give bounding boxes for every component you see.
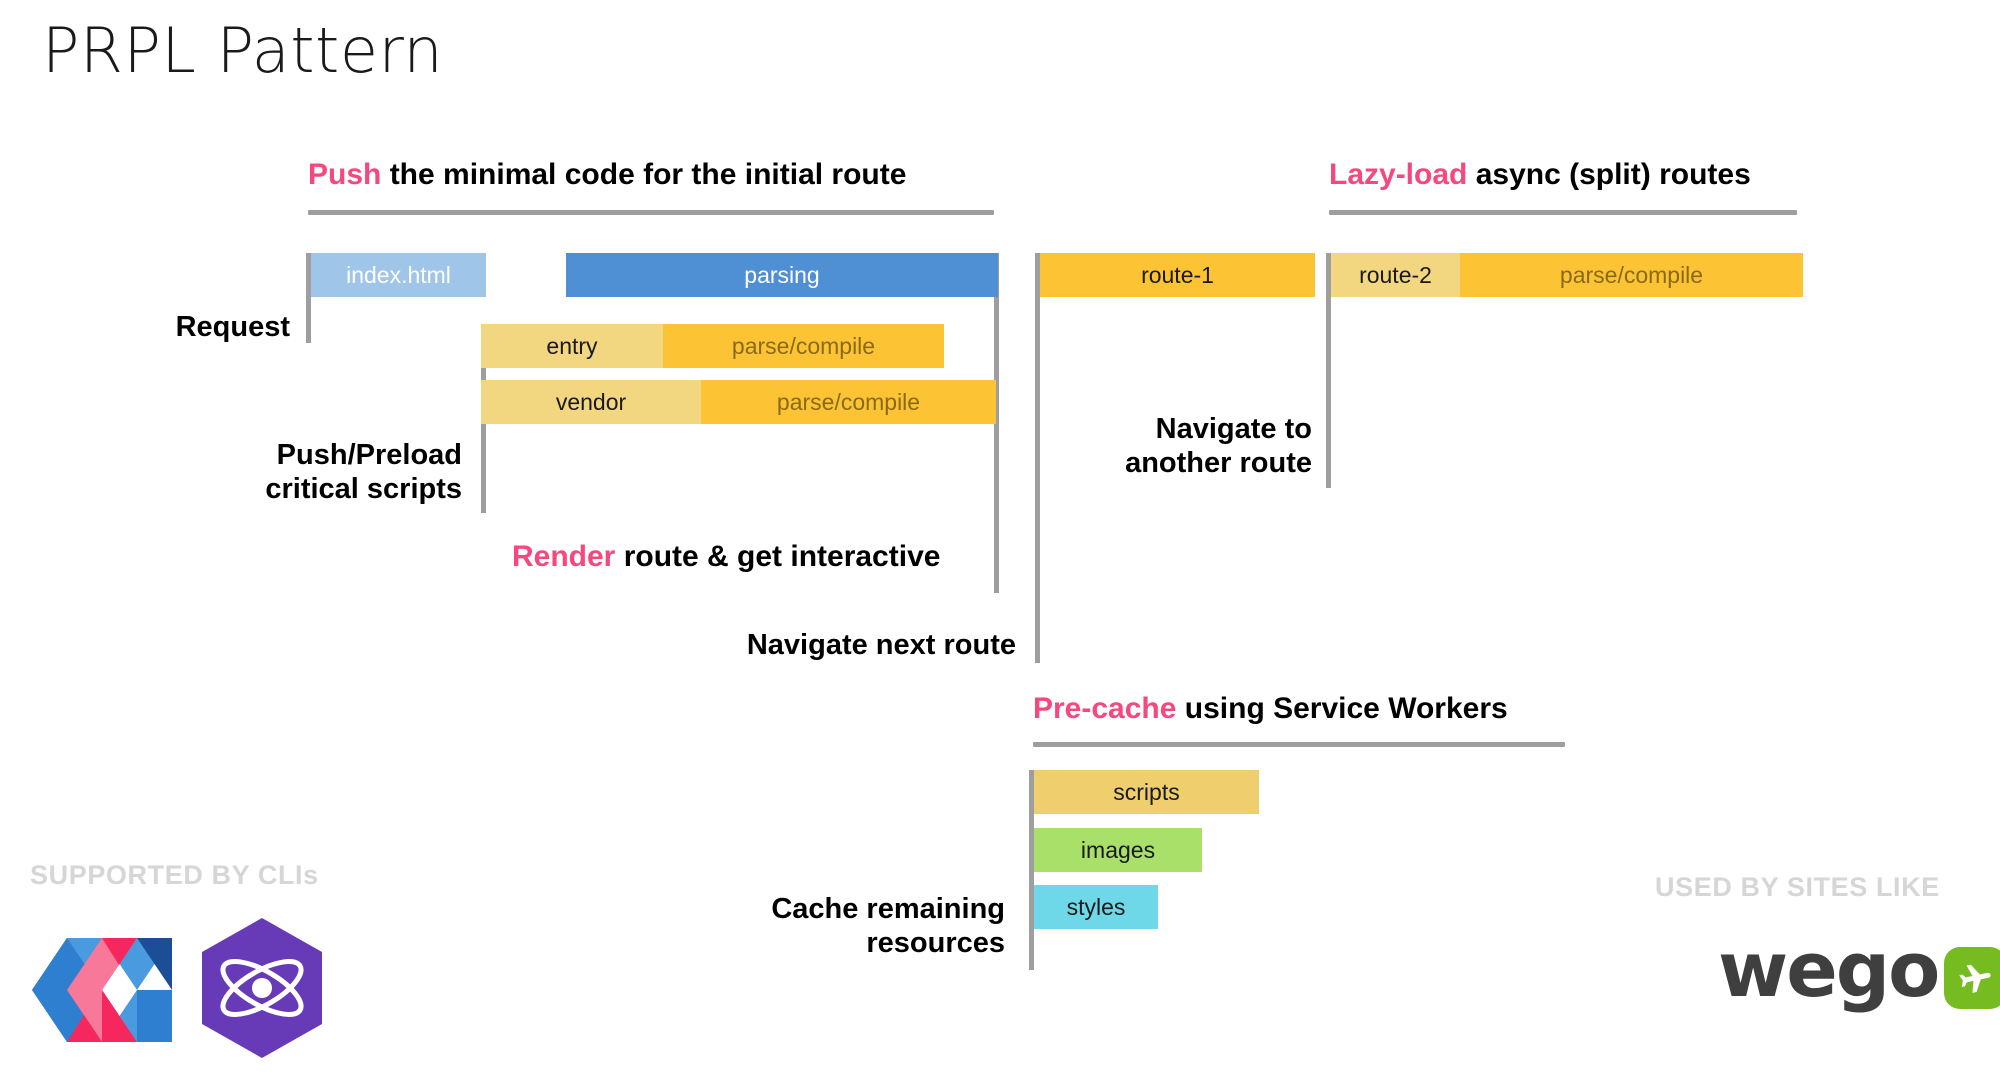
annotation-push-preload: Push/Preload critical scripts [265, 439, 462, 506]
annotation-navigate-another: Navigate to another route [1125, 413, 1312, 480]
segment-label: scripts [1113, 778, 1180, 805]
segment-entry: entry [481, 324, 663, 368]
request-guide-line [306, 253, 311, 343]
segment-route-1: route-1 [1040, 253, 1315, 297]
wego-logo: wego [1718, 925, 2000, 1014]
segment-label: images [1080, 836, 1156, 863]
segment-label: parsing [744, 261, 820, 288]
segment-label: route-2 [1359, 261, 1432, 288]
render-guide-line [994, 253, 999, 593]
bar-index-html: index.html [311, 253, 486, 297]
segment-label: route-1 [1141, 261, 1214, 288]
segment-index-html: index.html [311, 253, 486, 297]
segment-label: parse/compile [1559, 261, 1704, 288]
annotation-navigate-next: Navigate next route [746, 629, 1016, 661]
segment-vendor: vendor [481, 380, 701, 424]
segment-entry-parse-compile: parse/compile [663, 324, 944, 368]
bar-cache-scripts: scripts [1034, 770, 1259, 814]
segment-label: entry [546, 332, 598, 359]
push-heading-rule [308, 210, 994, 215]
lazyload-keyword: Lazy-load [1329, 158, 1468, 191]
segment-parsing: parsing [566, 253, 998, 297]
lazyload-heading-rule [1329, 210, 1797, 215]
supported-by-clis-label: SUPPORTED BY CLIs [30, 860, 319, 890]
bar-route-1: route-1 [1040, 253, 1315, 297]
segment-route-2-parse-compile: parse/compile [1460, 253, 1803, 297]
annotation-request: Request [175, 311, 290, 343]
segment-label: index.html [346, 261, 451, 288]
navigate-another-guide-line [1326, 253, 1331, 488]
precache-heading-rest: using Service Workers [1176, 692, 1508, 725]
push-heading-rest: the minimal code for the initial route [381, 158, 907, 191]
render-rest: route & get interactive [615, 540, 941, 573]
airplane-icon [1959, 964, 1991, 993]
segment-label: vendor [555, 388, 627, 415]
polymer-logo [32, 930, 172, 1050]
wego-badge [1944, 947, 2000, 1009]
segment-images: images [1034, 828, 1202, 872]
segment-route-2: route-2 [1331, 253, 1460, 297]
push-keyword: Push [308, 158, 382, 191]
render-keyword: Render [512, 540, 616, 573]
lazyload-heading-rest: async (split) routes [1467, 158, 1751, 191]
page-title: PRPL Pattern [42, 14, 444, 87]
precache-section-heading: Pre-cache using Service Workers [1033, 692, 1508, 725]
lazyload-section-heading: Lazy-load async (split) routes [1329, 158, 1751, 191]
navigate-next-guide-line [1035, 253, 1040, 663]
bar-cache-images: images [1034, 828, 1202, 872]
bar-vendor: vendor parse/compile [481, 380, 996, 424]
segment-vendor-parse-compile: parse/compile [701, 380, 996, 424]
cache-guide-line [1029, 770, 1034, 970]
precache-keyword: Pre-cache [1033, 692, 1177, 725]
annotation-render: Render route & get interactive [512, 540, 940, 573]
segment-label: styles [1066, 893, 1126, 920]
precache-heading-rule [1033, 742, 1565, 747]
used-by-sites-label: USED BY SITES LIKE [1655, 872, 1940, 902]
bar-cache-styles: styles [1034, 885, 1158, 929]
bar-route-2: route-2 parse/compile [1331, 253, 1803, 297]
bar-parsing: parsing [566, 253, 998, 297]
annotation-cache-remaining: Cache remaining resources [771, 893, 1005, 960]
segment-scripts: scripts [1034, 770, 1259, 814]
segment-label: parse/compile [731, 332, 876, 359]
push-section-heading: Push the minimal code for the initial ro… [308, 158, 906, 191]
segment-styles: styles [1034, 885, 1158, 929]
preact-logo-icon [202, 918, 322, 1058]
bar-entry: entry parse/compile [481, 324, 944, 368]
wego-wordmark: wego [1718, 925, 1940, 1014]
preact-logo [198, 918, 326, 1058]
segment-label: parse/compile [776, 388, 921, 415]
polymer-logo-icon [32, 938, 172, 1042]
